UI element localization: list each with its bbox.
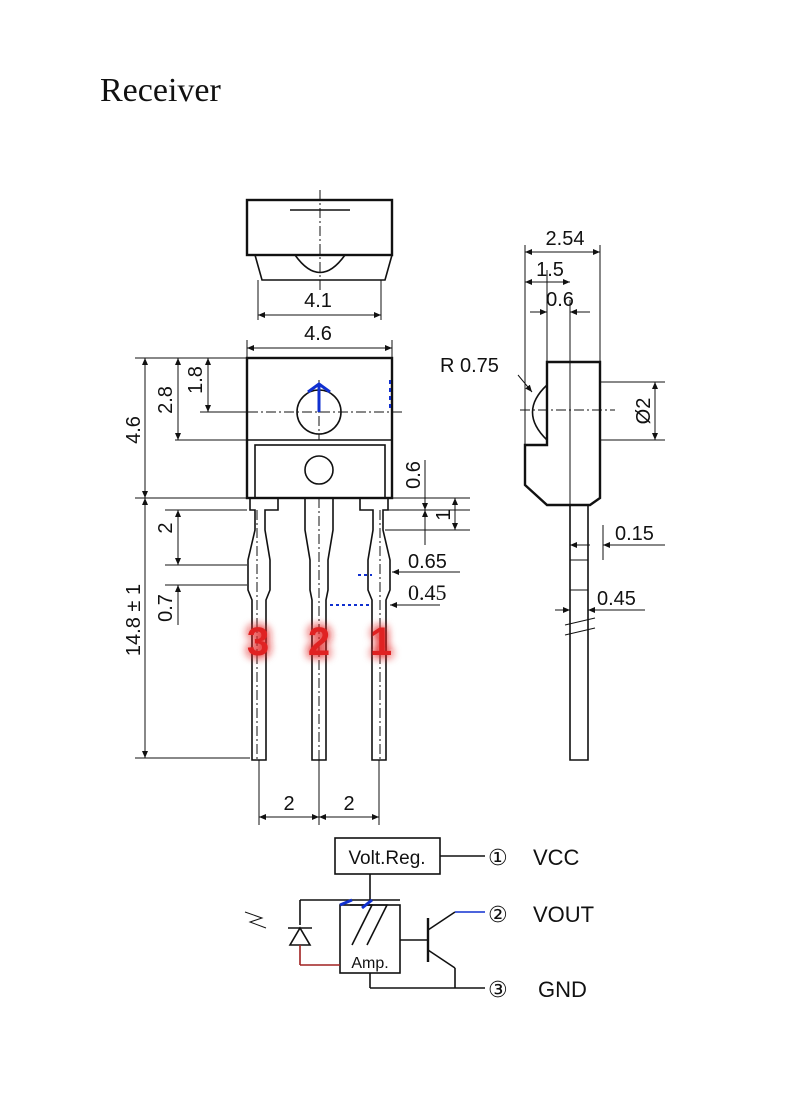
dim-radius: R 0.75 <box>440 355 499 377</box>
pin3-symbol: ③ <box>488 977 508 1002</box>
vcc-label: VCC <box>533 845 580 870</box>
top-view: 4.1 <box>245 190 394 320</box>
side-view: 2.54 1.5 0.6 R 0.75 Ø2 0.15 0.45 <box>440 228 665 761</box>
page-title: Receiver <box>100 72 221 109</box>
pin1-symbol: ① <box>488 845 508 870</box>
dim-0-6: 0.6 <box>403 461 425 489</box>
dim-side-2-54: 2.54 <box>546 228 585 250</box>
pin-label-1: 1 <box>370 620 392 664</box>
dim-lead-2: 2 <box>155 522 177 533</box>
dim-lead-0-7: 0.7 <box>155 594 177 622</box>
dim-pitch-left: 2 <box>283 793 294 815</box>
dim-0-45: 0.45 <box>408 580 447 605</box>
dim-top-width: 4.1 <box>304 290 332 312</box>
transistor-icon <box>400 911 485 988</box>
dim-lead-length: 14.8 ± 1 <box>123 584 145 656</box>
dim-1-8: 1.8 <box>185 366 207 394</box>
pin-label-3: 3 <box>247 620 269 664</box>
voltage-regulator-label: Volt.Reg. <box>348 848 425 869</box>
dim-1: 1 <box>433 509 455 520</box>
dim-2-8: 2.8 <box>155 386 177 414</box>
pin2-symbol: ② <box>488 902 508 927</box>
dim-height: 4.6 <box>123 416 145 444</box>
dim-side-0-45: 0.45 <box>597 588 636 610</box>
dim-0-65: 0.65 <box>408 551 447 573</box>
block-schematic: Volt.Reg. ① VCC Amp. ② <box>244 837 594 1002</box>
dim-pitch-right: 2 <box>343 793 354 815</box>
dim-side-0-6: 0.6 <box>546 289 574 311</box>
dim-diameter: Ø2 <box>633 398 655 425</box>
pin-label-2: 2 <box>308 620 330 664</box>
dim-body-width: 4.6 <box>304 323 332 345</box>
front-view: 4.6 4.6 2.8 1.8 0.6 1 <box>123 323 470 825</box>
gnd-label: GND <box>538 977 587 1002</box>
dim-side-0-15: 0.15 <box>615 523 654 545</box>
amplifier-label: Amp. <box>351 955 388 972</box>
vout-label: VOUT <box>533 902 594 927</box>
photodiode-icon <box>244 900 340 966</box>
dim-side-1-5: 1.5 <box>536 259 564 281</box>
